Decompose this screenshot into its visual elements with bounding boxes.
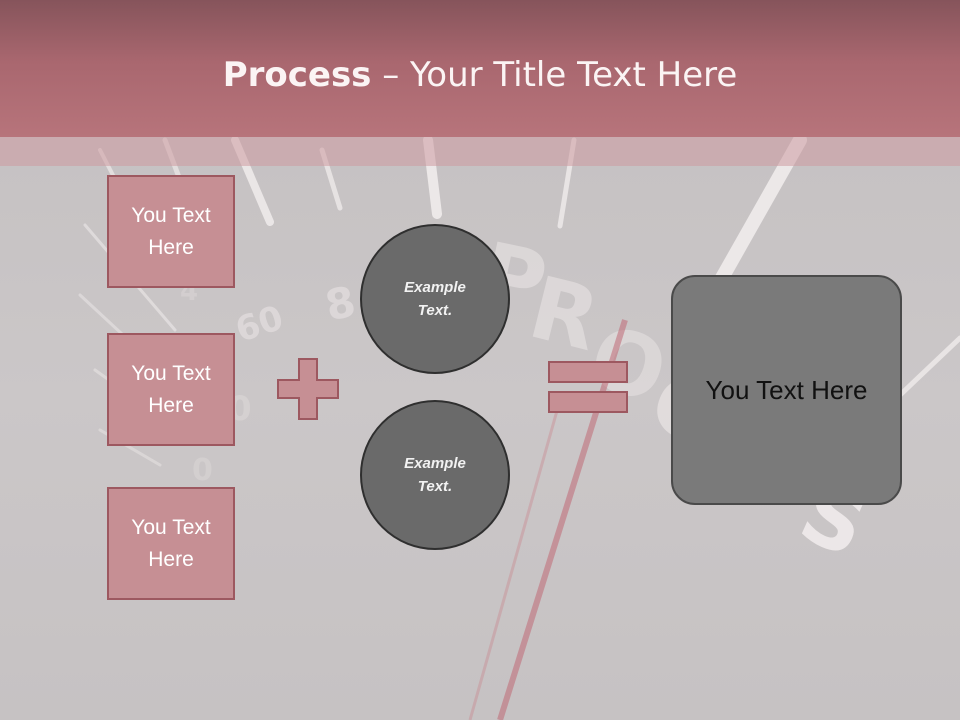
example-circle-1[interactable]: Example Text. xyxy=(360,224,510,374)
svg-text:0: 0 xyxy=(192,453,213,488)
plus-icon xyxy=(277,358,339,420)
input-box-label: You Text Here xyxy=(131,361,211,417)
circle-label: Example Text. xyxy=(404,455,466,495)
svg-text:8: 8 xyxy=(321,276,360,330)
input-box-label: You Text Here xyxy=(131,515,211,571)
input-box-label: You Text Here xyxy=(131,203,211,259)
example-circle-2[interactable]: Example Text. xyxy=(360,400,510,550)
result-label: You Text Here xyxy=(705,374,868,405)
input-box-1[interactable]: You Text Here xyxy=(107,175,235,288)
slide-title[interactable]: Process – Your Title Text Here xyxy=(0,52,960,98)
result-box[interactable]: You Text Here xyxy=(671,275,902,505)
equals-icon xyxy=(548,361,628,413)
title-text: – Your Title Text Here xyxy=(371,55,738,95)
title-bar xyxy=(0,0,960,137)
title-band xyxy=(0,137,960,166)
input-box-2[interactable]: You Text Here xyxy=(107,333,235,446)
circle-label: Example Text. xyxy=(404,279,466,319)
input-box-3[interactable]: You Text Here xyxy=(107,487,235,600)
svg-text:60: 60 xyxy=(231,298,288,351)
title-bold: Process xyxy=(222,55,372,95)
